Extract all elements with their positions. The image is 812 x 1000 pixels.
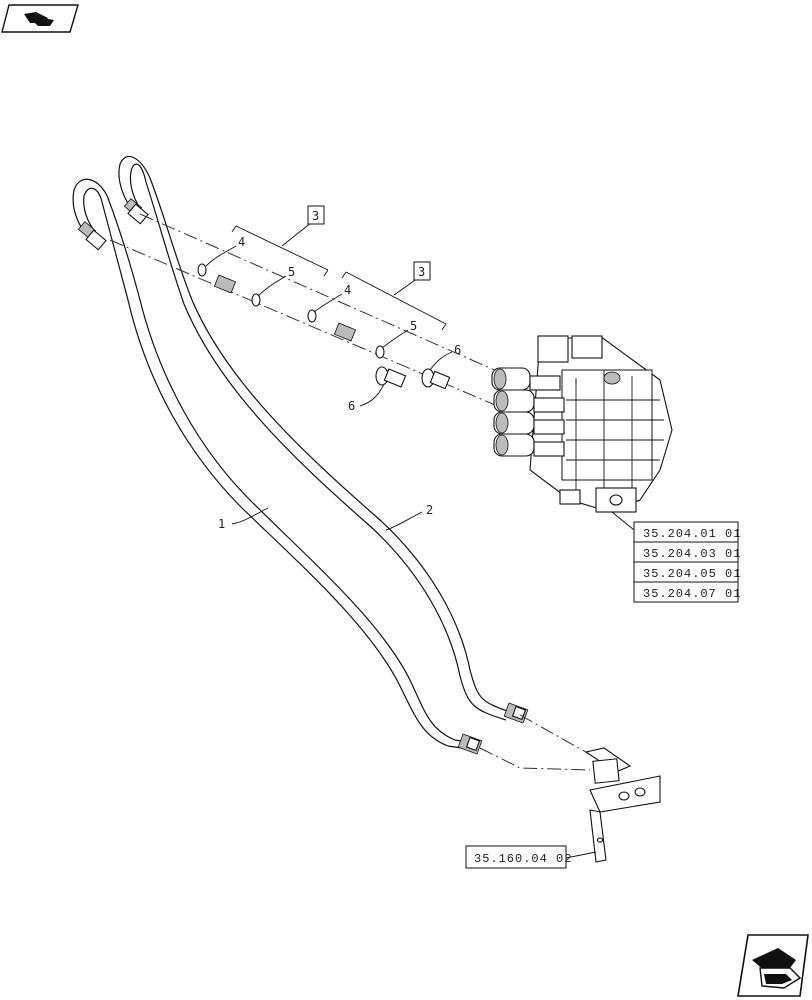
hose-2-bottom-fitting xyxy=(503,702,529,724)
hose-2-top-fitting xyxy=(123,198,149,225)
leader-5b xyxy=(381,329,409,349)
mounting-bracket xyxy=(584,747,661,863)
oring-a-part xyxy=(197,263,207,277)
leader-2 xyxy=(385,511,423,531)
leader-4a xyxy=(205,245,237,267)
leader-6a xyxy=(359,383,385,407)
union-a-part xyxy=(213,274,237,294)
next-page-arrow-icon[interactable] xyxy=(737,934,809,997)
callout-6a-text: 6 xyxy=(348,399,355,413)
callout-1-text: 1 xyxy=(218,517,225,531)
callout-3b-text: 3 xyxy=(418,265,425,279)
hose-2 xyxy=(118,155,529,724)
leader-6b xyxy=(429,351,453,371)
valve-ref-1[interactable]: 35.204.01 01 xyxy=(643,527,741,541)
group-b-leader xyxy=(393,277,419,296)
valve-ref-leader xyxy=(611,511,635,531)
callout-6b-text: 6 xyxy=(454,343,461,357)
hose-1 xyxy=(72,178,483,755)
book-with-arrow-icon[interactable] xyxy=(1,4,79,33)
adapter-b-part xyxy=(421,368,451,390)
callout-4a-text: 4 xyxy=(238,235,245,249)
callout-box-3a: 3 xyxy=(307,205,325,225)
hose-1-bottom-fitting xyxy=(457,733,483,755)
seal-a-part xyxy=(251,293,261,307)
valve-ref-2[interactable]: 35.204.03 01 xyxy=(643,547,741,561)
adapter-a-part xyxy=(375,366,407,388)
callout-5b-text: 5 xyxy=(410,319,417,333)
hose-1-top-fitting xyxy=(77,221,107,251)
leader-5a xyxy=(257,275,287,297)
callout-box-3b: 3 xyxy=(413,261,431,281)
valve-ref-4[interactable]: 35.204.07 01 xyxy=(643,587,741,601)
centerline-lower xyxy=(139,213,541,391)
seal-b-part xyxy=(375,345,385,359)
centerline-upper xyxy=(109,239,531,421)
valve-reference-table: 35.204.01 01 35.204.03 01 35.204.05 01 3… xyxy=(633,521,741,603)
union-b-part xyxy=(333,322,357,342)
bracket-reference-box: 35.160.04 02 xyxy=(465,845,572,869)
centerline-bracket xyxy=(479,747,591,771)
group-a-leader xyxy=(281,221,313,247)
valve-ref-3[interactable]: 35.204.05 01 xyxy=(643,567,741,581)
callout-3a-text: 3 xyxy=(312,209,319,223)
bracket-ref[interactable]: 35.160.04 02 xyxy=(474,852,572,866)
group-a-bracket-line xyxy=(231,225,329,277)
bracket-ref-leader xyxy=(565,851,597,859)
control-valve-assembly xyxy=(491,335,673,513)
oring-b-part xyxy=(307,309,317,323)
leader-4b xyxy=(313,293,343,313)
group-b-bracket-line xyxy=(341,271,447,331)
callout-2-text: 2 xyxy=(426,503,433,517)
callout-5a-text: 5 xyxy=(288,265,295,279)
valve-ports xyxy=(491,367,565,457)
leader-1 xyxy=(231,507,269,525)
callout-4b-text: 4 xyxy=(344,283,351,297)
